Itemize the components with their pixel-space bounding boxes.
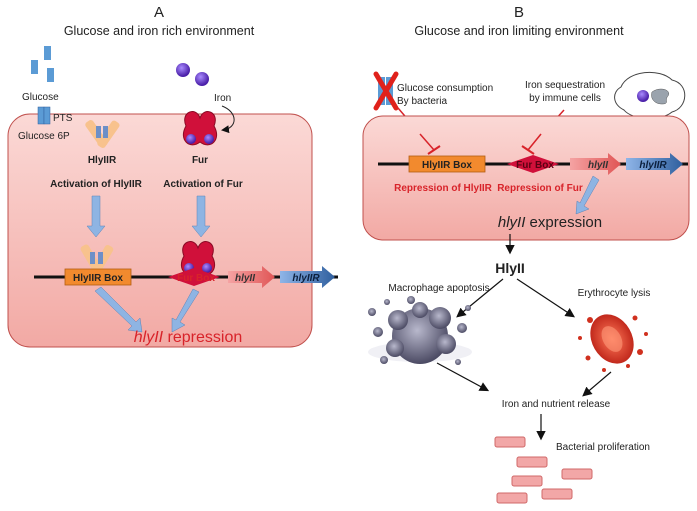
glucose-molecules-icon	[31, 46, 54, 82]
glucose-inhibition-head	[419, 133, 435, 151]
iron-label: Iron	[214, 93, 231, 104]
glucose-label: Glucose	[22, 92, 59, 103]
panel-a-letter: A	[154, 4, 164, 21]
fur-box-a	[168, 268, 220, 286]
fur-label: Fur	[192, 155, 208, 166]
fur-protein-icon	[182, 111, 218, 146]
glucose-consumption-line1: Glucose consumption	[397, 83, 493, 94]
glucose6p-label: Glucose 6P	[18, 131, 70, 142]
repression-hlyiir-label: Repression of HlyIIR	[394, 183, 493, 194]
hlyii-repression-label: hlyII repression	[134, 329, 243, 346]
gene-hlyii-a-label: hlyII	[235, 273, 255, 284]
bacterial-proliferation-label: Bacterial proliferation	[556, 442, 650, 453]
iron-release-label: Iron and nutrient release	[502, 399, 611, 410]
lysed-erythrocyte-icon	[578, 314, 648, 372]
fur-box-b-label: Fur Box	[516, 160, 554, 171]
gene-hlyii-b	[570, 153, 621, 175]
iron-entry-arrow	[221, 105, 235, 134]
hlyiir-box-a	[64, 268, 132, 286]
apoptotic-macrophage-icon	[368, 296, 472, 365]
hlyii-expression-label: hlyII expression	[498, 214, 602, 231]
macrophage-apoptosis-label: Macrophage apoptosis	[388, 283, 489, 294]
gene-hlyiir-a-label: hlyIIR	[292, 273, 320, 284]
expression-arrow	[575, 175, 600, 215]
fur-activation-arrow	[191, 195, 211, 238]
gene-hlyii-b-label: hlyII	[588, 160, 608, 171]
glucose-consumption-line2: By bacteria	[397, 96, 447, 107]
iron-sequestration-line2: by immune cells	[529, 93, 601, 104]
hlyiir-box-a-label: HlyIIR Box	[73, 273, 123, 284]
active-hlyiir-icon	[80, 244, 114, 272]
gene-hlyii-a	[228, 266, 275, 288]
pts-label: PTS	[53, 113, 73, 124]
arrow-to-macrophage	[456, 278, 504, 318]
fur-box-b	[507, 155, 559, 173]
iron-ions-icon	[176, 63, 209, 86]
gene-hlyiir-b	[626, 153, 683, 175]
hlyiir-protein-icon	[85, 120, 120, 148]
gene-hlyiir-b-label: hlyIIR	[639, 160, 667, 171]
pts-transporter-icon	[37, 106, 51, 125]
immune-cell-icon	[614, 71, 686, 119]
fur-box-a-label: Fur Box	[177, 273, 215, 284]
cell-panel-a	[7, 113, 313, 348]
macrophage-to-release-arrow	[436, 362, 490, 392]
hlyiir-activation-arrow	[86, 195, 106, 238]
hlyii-protein-label: HlyII	[495, 260, 525, 276]
hlyiir-repression-arrow	[94, 286, 143, 333]
glucose-inhibition-bar	[427, 145, 441, 155]
panel-b-title: Glucose and iron limiting environment	[414, 24, 624, 38]
hlyiir-label: HlyIIR	[88, 155, 117, 166]
fur-repression-arrow	[171, 288, 200, 333]
arrow-to-erythrocyte	[516, 278, 576, 318]
repression-fur-label: Repression of Fur	[497, 183, 583, 194]
panel-b-letter: B	[514, 4, 524, 21]
bacteria-icon	[494, 436, 593, 504]
activation-fur-label: Activation of Fur	[163, 179, 243, 190]
iron-inhibition-bar	[521, 145, 535, 155]
cell-panel-b	[362, 115, 690, 241]
iron-sequestration-line1: Iron sequestration	[525, 80, 605, 91]
activation-hlyiir-label: Activation of HlyIIR	[50, 179, 142, 190]
erythrocyte-lysis-label: Erythrocyte lysis	[578, 288, 651, 299]
glucose-consumed-icon	[373, 71, 399, 111]
iron-inhibition-head	[527, 133, 542, 151]
hlyiir-box-b	[408, 155, 486, 173]
gene-hlyiir-a	[280, 266, 335, 288]
active-fur-icon	[180, 241, 216, 276]
erythrocyte-to-release-arrow	[582, 371, 612, 397]
panel-a-title: Glucose and iron rich environment	[64, 24, 255, 38]
hlyiir-box-b-label: HlyIIR Box	[422, 160, 472, 171]
